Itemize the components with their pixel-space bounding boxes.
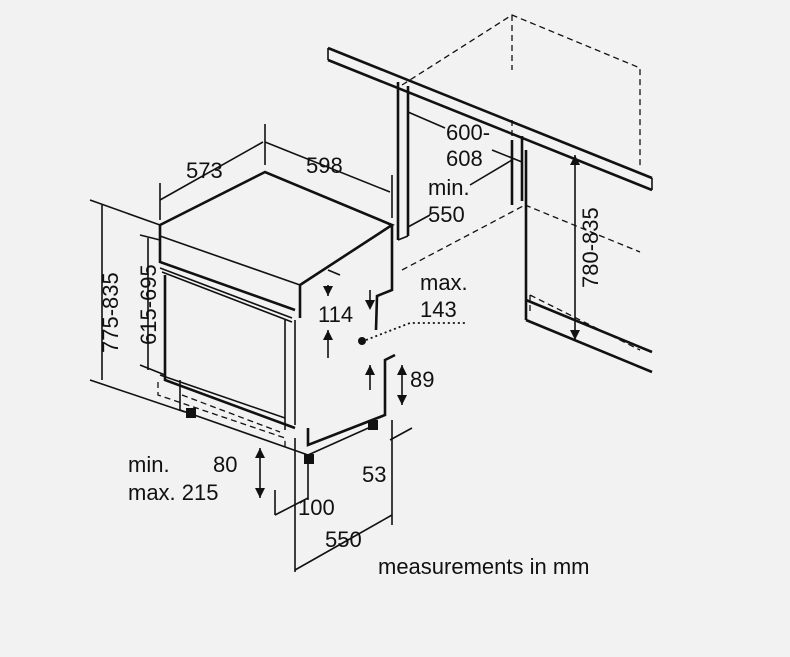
dim-width-598 (264, 141, 393, 218)
dim-door-height (139, 234, 166, 376)
dim-plinth-80-215 (255, 448, 265, 498)
label-foot-89: 89 (410, 367, 434, 392)
label-niche-depth-line2: 550 (428, 202, 465, 227)
dim-foot-89 (397, 365, 407, 405)
label-foot-53: 53 (362, 462, 386, 487)
dim-bottom-550 (294, 438, 393, 572)
left-cabinet-wall (396, 82, 524, 241)
label-plinth-min: min. (128, 452, 170, 477)
dim-foot-53 (389, 420, 413, 525)
label-niche-width-line1: 600- (446, 120, 490, 145)
dim-niche-height (570, 155, 580, 340)
label-door-height: 615-695 (136, 264, 161, 345)
label-depth: 573 (186, 158, 223, 183)
label-niche-width-line2: 608 (446, 146, 483, 171)
label-plinth-100: 100 (298, 495, 335, 520)
right-cabinet-wall (524, 150, 653, 374)
dim-plinth-100 (274, 462, 309, 516)
label-plinth-80: 80 (213, 452, 237, 477)
label-niche-height: 780-835 (578, 207, 603, 288)
dim-niche-width (407, 111, 523, 163)
dishwasher-body (157, 170, 396, 464)
dim-panel-114 (323, 285, 375, 390)
label-total-height: 775-835 (98, 272, 123, 353)
dim-panel-143 (358, 322, 465, 345)
dim-depth-573 (159, 124, 266, 220)
label-niche-depth-line1: min. (428, 175, 470, 200)
label-panel-max: max. (420, 270, 468, 295)
dim-niche-depth (407, 159, 513, 228)
dim-total-height (89, 199, 186, 413)
label-bottom-depth: 550 (325, 527, 362, 552)
label-panel-143: 143 (420, 297, 457, 322)
worktop (327, 46, 653, 192)
label-plinth-max: max. 215 (128, 480, 219, 505)
footer-note: measurements in mm (378, 554, 590, 579)
label-width: 598 (306, 153, 343, 178)
label-panel-gap: 114 (318, 302, 353, 327)
